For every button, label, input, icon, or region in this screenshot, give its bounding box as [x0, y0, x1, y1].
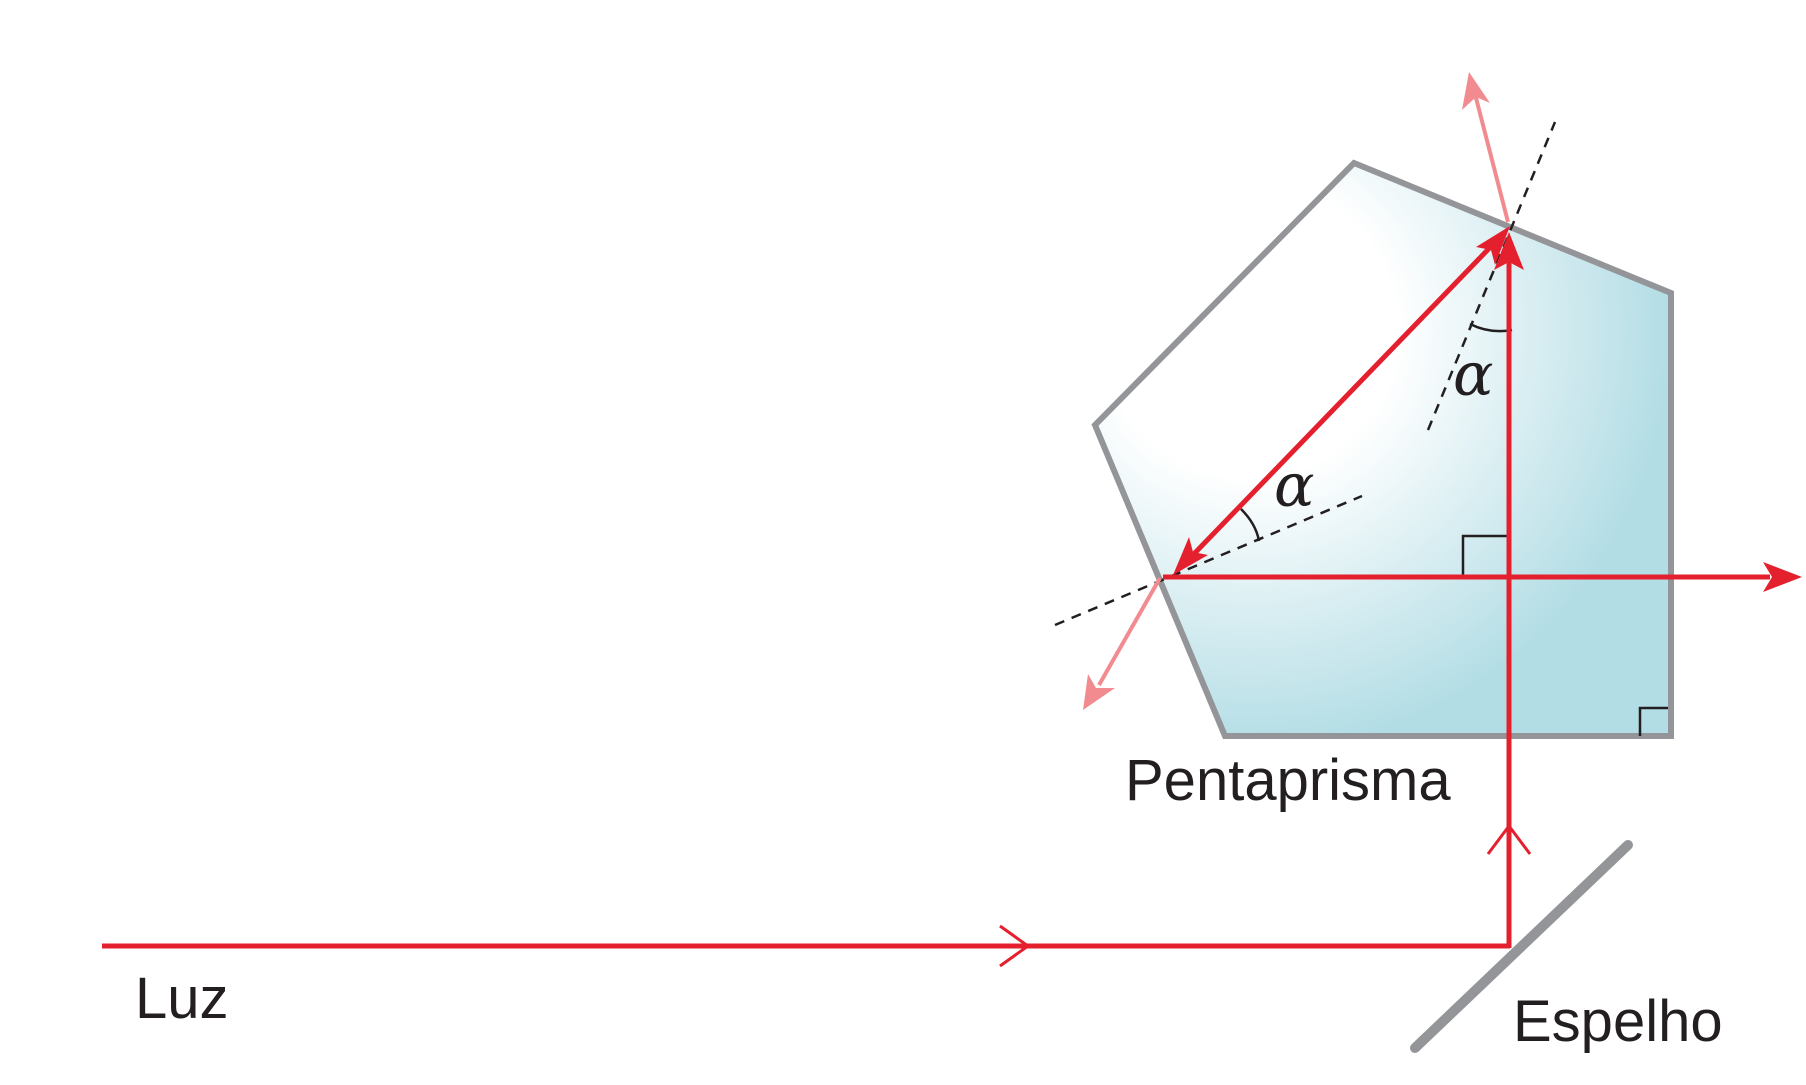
- transmitted-ray-left-arrowhead: [1083, 674, 1115, 710]
- incoming-ray-chevron: [999, 924, 1031, 968]
- mirror: [1410, 840, 1633, 1053]
- vertical-ray-arrowhead: [1494, 232, 1524, 270]
- angle-label-left: α: [1274, 451, 1315, 521]
- pentaprism-body: [1091, 159, 1674, 739]
- mirror-label: Espelho: [1513, 989, 1723, 1054]
- diagonal-ray-arrowhead-left: [1173, 537, 1208, 575]
- angle-arc-left: [1240, 508, 1261, 542]
- transmitted-ray-top-arrowhead: [1462, 72, 1490, 110]
- prism-label: Pentaprisma: [1125, 748, 1451, 813]
- vertical-ray-chevron: [1486, 823, 1532, 855]
- transmitted-ray-top: [1473, 93, 1510, 223]
- transmitted-ray-left: [1097, 577, 1162, 686]
- diagonal-ray-arrowhead-top: [1476, 226, 1510, 265]
- right-angle-marker-intersection: [1461, 534, 1508, 578]
- angle-label-top: α: [1453, 340, 1494, 410]
- right-angle-marker-corner: [1638, 706, 1668, 736]
- normal-line-left: [1054, 494, 1363, 627]
- outgoing-ray-arrowhead: [1763, 562, 1802, 592]
- normal-line-top: [1426, 121, 1557, 431]
- light-label: Luz: [135, 966, 229, 1031]
- diagonal-ray: [1188, 232, 1505, 560]
